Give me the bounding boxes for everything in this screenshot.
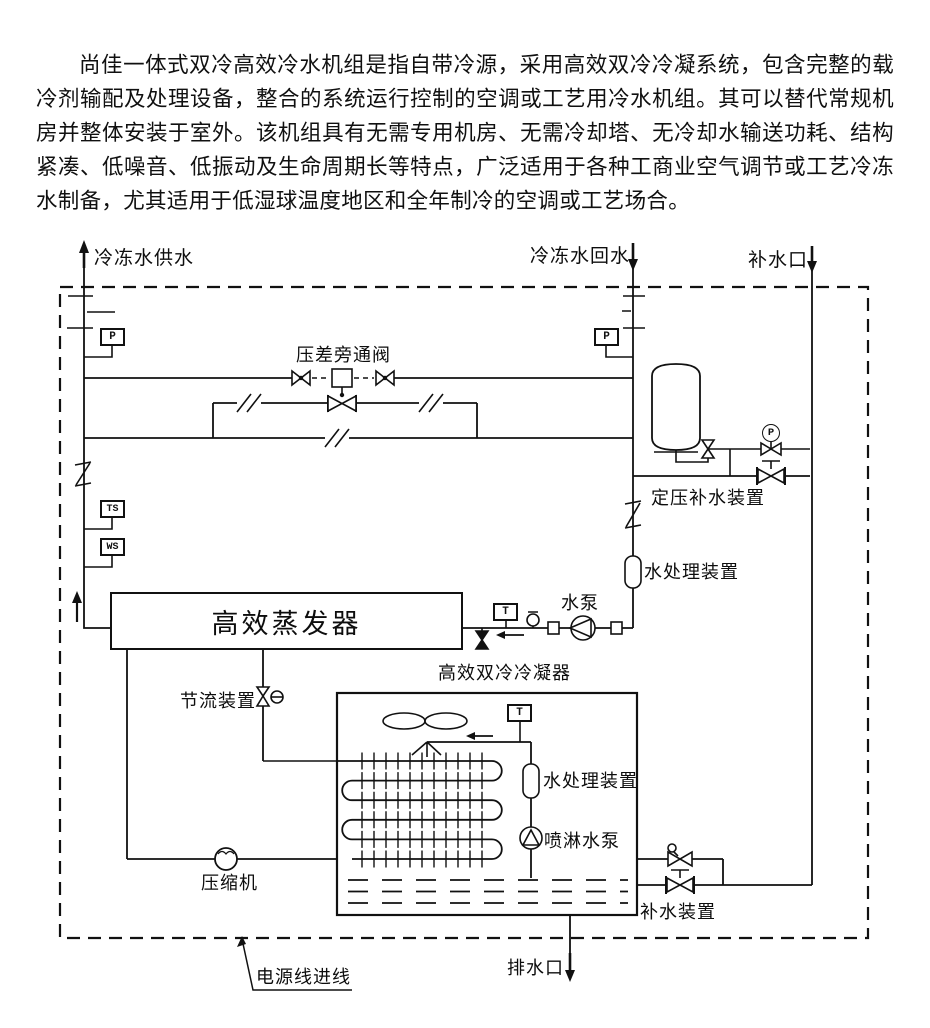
drain-down-arrow-icon xyxy=(565,970,575,982)
condenser-coil xyxy=(337,760,503,860)
label-drain-port: 排水口 xyxy=(507,958,564,978)
instrument-temperature-spray: T xyxy=(507,704,532,722)
check-valve-icon xyxy=(624,500,642,529)
condenser-unit-box xyxy=(335,691,639,917)
fan-icon xyxy=(424,712,468,730)
check-valve-icon xyxy=(74,461,92,487)
drain-valve-icon xyxy=(474,630,490,650)
power-leader-arrow-icon xyxy=(237,936,246,947)
supply-up-arrow-icon xyxy=(79,240,89,253)
pipe-flange xyxy=(610,621,623,635)
basin-water-marks xyxy=(348,879,628,904)
pipe-break-icon xyxy=(418,393,444,413)
label-chilled-water-supply: 冷冻水供水 xyxy=(94,248,195,269)
makeup-down-arrow-icon xyxy=(807,261,817,273)
water-treatment-capsule xyxy=(522,763,540,799)
pipe-break-icon xyxy=(236,393,262,413)
float-valve-icon xyxy=(667,850,693,868)
expansion-tank xyxy=(651,363,701,451)
label-water-pump: 水泵 xyxy=(561,593,599,613)
label-evaporator: 高效蒸发器 xyxy=(211,608,362,639)
pipe-flange xyxy=(547,621,560,635)
instrument-temperature-switch: TS xyxy=(100,500,125,518)
instrument-pressure-left: P xyxy=(100,328,125,346)
evaporator-box: 高效蒸发器 xyxy=(110,592,463,650)
makeup-manual-valve-icon xyxy=(666,876,694,894)
flow-left-arrow-icon xyxy=(496,631,505,639)
coil-fins xyxy=(361,752,483,868)
bypass-valve-actuator-box xyxy=(331,368,353,388)
label-makeup-device: 补水装置 xyxy=(640,902,716,922)
tank-valve-icon xyxy=(700,439,716,459)
label-throttle-device: 节流装置 xyxy=(180,691,256,711)
sensor-bulb-icon xyxy=(526,613,540,627)
spray-nozzle-icon xyxy=(411,741,442,757)
label-pressure-makeup-device: 定压补水装置 xyxy=(651,488,765,508)
label-condenser: 高效双冷冷凝器 xyxy=(438,663,571,683)
label-chilled-water-return: 冷冻水回水 xyxy=(530,246,631,267)
fan-icon xyxy=(382,712,426,730)
flow-left-arrow-icon xyxy=(466,732,475,740)
instrument-pressure-right: P xyxy=(594,328,619,346)
label-compressor: 压缩机 xyxy=(201,873,258,893)
label-water-treatment-upper: 水处理装置 xyxy=(644,562,739,582)
gauge-pressure: P xyxy=(762,424,780,442)
label-spray-pump: 喷淋水泵 xyxy=(544,831,620,851)
return-down-arrow-icon xyxy=(628,259,638,271)
pipe-break-icon xyxy=(324,428,350,448)
gauge-valve-icon xyxy=(760,441,782,457)
makeup-shutoff-valve-icon xyxy=(757,467,785,485)
label-power-line: 电源线进线 xyxy=(256,967,351,987)
label-makeup-water-port: 补水口 xyxy=(748,250,809,271)
water-treatment-capsule xyxy=(624,555,642,589)
label-pressure-bypass-valve: 压差旁通阀 xyxy=(296,345,391,365)
flow-up-arrow-icon xyxy=(72,591,82,603)
intro-paragraph: 尚佳一体式双冷高效冷水机组是指自带冷源，采用高效双冷冷凝系统，包含完整的载冷剂输… xyxy=(36,52,894,214)
label-water-treatment-lower: 水处理装置 xyxy=(543,771,638,791)
instrument-temperature-pump-line: T xyxy=(493,603,518,621)
unit-boundary-dashed-box xyxy=(58,285,870,940)
instrument-water-flow-switch: WS xyxy=(100,538,125,556)
compressor-icon xyxy=(214,847,238,871)
bypass-control-valve-icon xyxy=(327,394,357,413)
throttle-valve-icon xyxy=(255,686,271,707)
